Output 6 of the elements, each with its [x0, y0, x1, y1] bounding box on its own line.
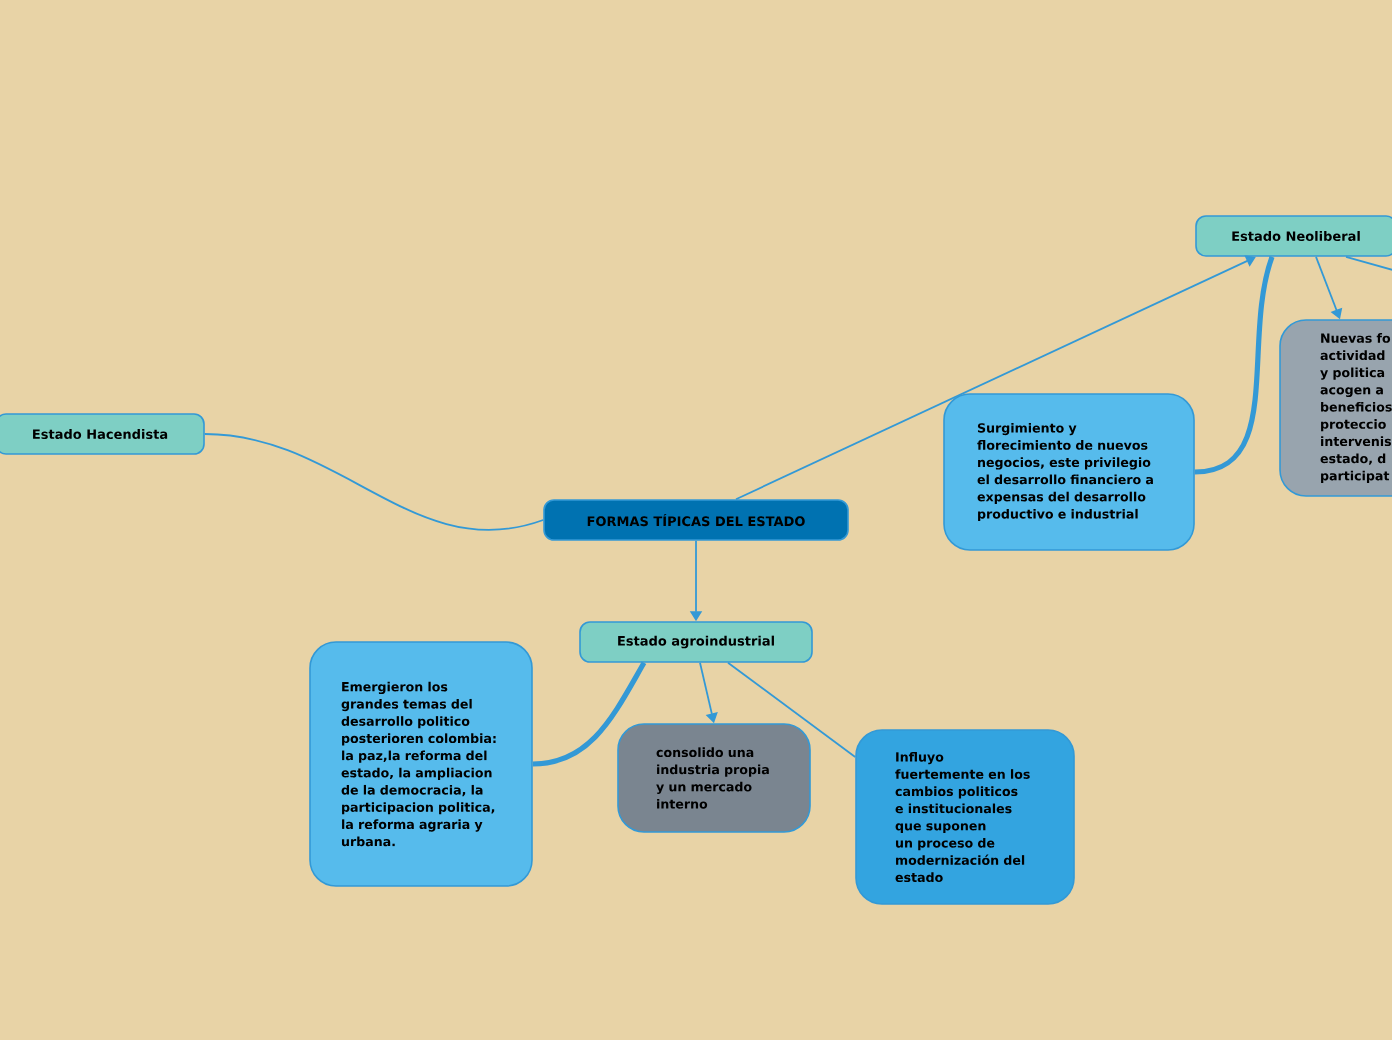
- connector: [203, 433, 545, 531]
- connector: [532, 661, 647, 767]
- connector: [735, 255, 1256, 501]
- connector: [1194, 256, 1275, 475]
- connector: [1345, 255, 1392, 273]
- connector: [727, 661, 857, 758]
